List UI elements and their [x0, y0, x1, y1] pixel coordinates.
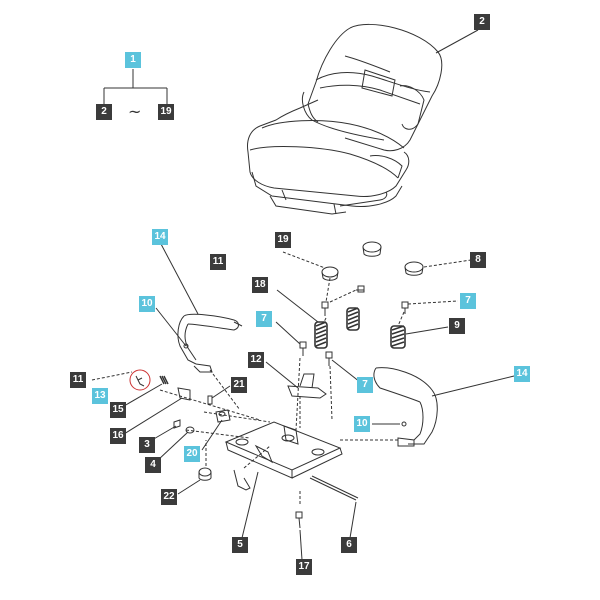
spring-shape-b: [346, 307, 360, 331]
leader-10-left: [155, 307, 187, 347]
callout-10-right: 10: [354, 416, 370, 432]
callout-20: 20: [184, 446, 200, 462]
leader-19: [282, 251, 326, 269]
callout-17: 17: [296, 559, 312, 575]
highlight-circle: [129, 369, 151, 391]
nut-22-shape: [198, 467, 212, 481]
bushing-20-shape: [215, 409, 231, 423]
leader-16: [123, 397, 183, 435]
bracket-16-shape: [177, 387, 191, 401]
legend-bracket: [103, 69, 168, 104]
leader-7-right: [407, 300, 459, 305]
callout-22: 22: [161, 489, 177, 505]
leader-2-top: [435, 29, 479, 54]
leader-4: [157, 431, 189, 461]
pin-21-shape: [207, 395, 213, 405]
spring-9-shape: [390, 325, 406, 349]
callout-14-armrest-right: 14: [514, 366, 530, 382]
leader-12: [265, 361, 299, 389]
leader-6: [349, 501, 357, 539]
leader-5: [241, 471, 259, 539]
leader-9: [405, 326, 449, 335]
rod-6-shape: [309, 475, 359, 501]
legend-range-separator: ~: [128, 102, 142, 121]
callout-12: 12: [248, 352, 264, 368]
leader-21: [211, 385, 231, 399]
callout-8: 8: [470, 252, 486, 268]
leader-bolt-spring: [329, 289, 357, 303]
leader-20: [201, 419, 223, 451]
leader-18: [276, 289, 319, 323]
callout-7-left: 7: [256, 311, 272, 327]
clip-3-shape: [173, 419, 181, 429]
callout-4: 4: [145, 457, 161, 473]
callout-16: 16: [110, 428, 126, 444]
leader-3: [151, 425, 177, 441]
callout-6: 6: [341, 537, 357, 553]
callout-13: 13: [92, 388, 108, 404]
legend-range-end: 19: [158, 104, 174, 120]
armrest-left-shape: [177, 313, 243, 373]
callout-10-left: 10: [139, 296, 155, 312]
assembly-dashed-lines: [159, 277, 405, 504]
leader-11-left: [91, 371, 133, 381]
callout-21: 21: [231, 377, 247, 393]
leader-14-right: [431, 375, 515, 397]
base-plate-5-shape: [224, 421, 343, 491]
leader-7-low: [331, 359, 361, 383]
bolt-17-shape: [295, 511, 303, 529]
leader-14-left: [160, 243, 199, 315]
callout-19: 19: [275, 232, 291, 248]
callout-5: 5: [232, 537, 248, 553]
callout-18: 18: [252, 277, 268, 293]
callout-3: 3: [139, 437, 155, 453]
seat-cushion: [247, 23, 443, 215]
leader-7-left: [275, 321, 301, 345]
leader-22: [177, 479, 201, 495]
leader-8: [423, 259, 472, 268]
callout-11-left: 11: [70, 372, 86, 388]
cap-shape-a: [362, 241, 382, 257]
leader-15: [123, 383, 163, 407]
callout-2-seat: 2: [474, 14, 490, 30]
lever-13-shape: [135, 375, 145, 387]
legend-range-start: 2: [96, 104, 112, 120]
leader-17: [299, 529, 303, 561]
bolt-shapes: [299, 285, 409, 366]
spring-15-shape: [159, 375, 169, 385]
callout-15: 15: [110, 402, 126, 418]
cap-8-shape: [404, 261, 424, 276]
legend-group-label: 1: [125, 52, 141, 68]
callout-11-mid: 11: [210, 254, 226, 270]
spring-18-shape: [314, 321, 328, 349]
callout-14-armrest-left: 14: [152, 229, 168, 245]
armrest-right-shape: [373, 367, 438, 447]
callout-7-right: 7: [460, 293, 476, 309]
bracket-12-shape: [287, 373, 327, 399]
callout-9: 9: [449, 318, 465, 334]
callout-7-low: 7: [357, 377, 373, 393]
